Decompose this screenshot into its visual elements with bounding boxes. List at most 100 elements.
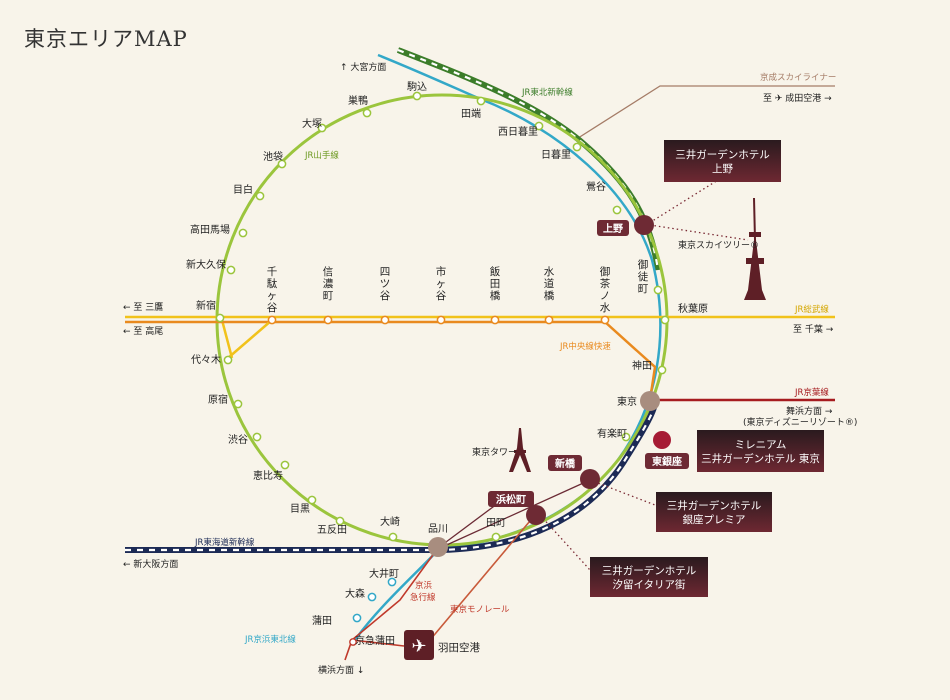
keisei-skyliner-line (574, 85, 835, 141)
direction-omiya: ↑ 大宮方面 (340, 61, 386, 73)
chuo-station: 信濃町 (323, 266, 334, 325)
hotel-name-line: 上野 (712, 163, 733, 175)
hub-shinagawa (428, 537, 448, 557)
svg-text:✈: ✈ (411, 636, 426, 657)
svg-text:新橋: 新橋 (555, 457, 576, 470)
yamanote-station: 原宿 (208, 393, 243, 409)
skytree-icon (744, 198, 766, 300)
yamanote-station: 大塚 (302, 117, 327, 133)
station-dot (436, 315, 446, 325)
label-chuo-rapid: JR中央線快速 (559, 341, 611, 352)
station-label: 高田馬場 (190, 223, 230, 236)
direction-takao: ← 至 高尾 (123, 325, 163, 337)
direction-chiba: 至 千葉 → (793, 323, 834, 335)
label-shinagawa: 品川 (428, 523, 448, 535)
station-label: 新宿 (196, 299, 216, 312)
station-label: 駒込 (407, 81, 427, 93)
station-label: 目黒 (290, 503, 310, 515)
station-dot (544, 315, 554, 325)
yamanote-station: 目白 (233, 183, 265, 201)
yamanote-station: 大崎 (380, 515, 400, 542)
svg-text:上野: 上野 (603, 222, 623, 235)
yamanote-station: 代々木 (191, 354, 233, 366)
yamanote-station: 高田馬場 (190, 223, 248, 238)
station-dot (233, 399, 243, 409)
hotel-leaders (539, 179, 749, 571)
station-dot (412, 91, 422, 101)
station-label: 大崎 (380, 515, 400, 528)
station-dot (267, 315, 277, 325)
hotel-name-line: 銀座プレミア (683, 513, 746, 526)
label-skytree: 東京スカイツリー® (678, 239, 759, 251)
tokaido-shinkansen-line (125, 401, 658, 553)
yamanote-station: 日暮里 (541, 142, 582, 161)
station-label: 田町 (486, 518, 506, 529)
hotel-name-line: ミレニアム (735, 439, 787, 451)
station-label: 千駄ヶ谷 (267, 266, 278, 314)
station-dot (534, 121, 544, 131)
station-label: 有楽町 (597, 427, 627, 440)
station-label: 秋葉原 (678, 302, 708, 315)
station-dot (367, 592, 377, 602)
label-tokyo: 東京 (617, 395, 637, 408)
yamanote-station: 恵比寿 (253, 460, 290, 482)
station-label: 代々木 (191, 354, 221, 366)
hotel-name-line: 三井ガーデンホテル (675, 148, 770, 161)
station-label: 田端 (461, 107, 481, 120)
hub-higashi-ginza (653, 431, 671, 449)
chuo-station: 飯田橋 (490, 265, 501, 325)
label-tohoku-shinkansen: JR東北新幹線 (521, 87, 573, 98)
page-title: 東京エリアMAP (24, 27, 188, 51)
station-label: 原宿 (208, 393, 228, 406)
station-dot (490, 315, 500, 325)
station-dot (255, 191, 265, 201)
label-tokaido-shinkansen: JR東海道新幹線 (194, 537, 255, 548)
monorail-line (429, 514, 536, 641)
station-dot (387, 577, 397, 587)
station-label: 四ツ谷 (380, 266, 391, 302)
hotel-name-line: 三井ガーデンホテル 東京 (701, 452, 820, 465)
hotel-name-line: 汐留イタリア街 (612, 578, 686, 591)
station-dot (307, 495, 317, 505)
chuo-station: 御茶ノ水 (600, 265, 611, 325)
station-dot (317, 123, 327, 133)
station-label: 西日暮里 (498, 125, 538, 138)
label-keihin-tohoku: JR京浜東北線 (244, 634, 296, 645)
yamanote-stations: 駒込田端西日暮里日暮里鶯谷御徒町秋葉原神田有楽町田町大崎五反田目黒恵比寿渋谷原宿… (186, 81, 708, 542)
station-dot (352, 613, 362, 623)
hub-tokyo (640, 391, 660, 411)
hub-shinbashi (580, 469, 600, 489)
station-dot (572, 142, 582, 152)
chip-ueno: 上野 (597, 220, 629, 236)
yamanote-station: 池袋 (263, 150, 287, 169)
direction-maihama: 舞浜方面 → (786, 405, 833, 417)
station-dot (238, 228, 248, 238)
station-dot (491, 532, 501, 542)
svg-text:浜松町: 浜松町 (496, 493, 526, 506)
yamanote-station: 駒込 (407, 81, 427, 101)
direction-disney: (東京ディズニーリゾート®) (743, 416, 857, 428)
yamanote-station: 新大久保 (186, 258, 236, 275)
south-station: 大森 (345, 587, 377, 602)
yamanote-station: 神田 (632, 359, 667, 375)
station-dot (252, 432, 262, 442)
station-dot (215, 313, 225, 323)
station-label: 五反田 (317, 524, 347, 536)
station-label: 水道橋 (544, 266, 555, 302)
yamanote-station: 新宿 (196, 299, 225, 323)
keikyu-line (344, 547, 439, 661)
station-dot (323, 315, 333, 325)
chip-higashi-ginza: 東銀座 (645, 453, 689, 469)
chuo-station: 市ヶ谷 (436, 265, 447, 325)
station-label: 日暮里 (541, 148, 571, 161)
station-dot (362, 108, 372, 118)
tohoku-shinkansen-line (396, 47, 661, 271)
label-tokyo-tower: 東京タワー (472, 446, 517, 458)
